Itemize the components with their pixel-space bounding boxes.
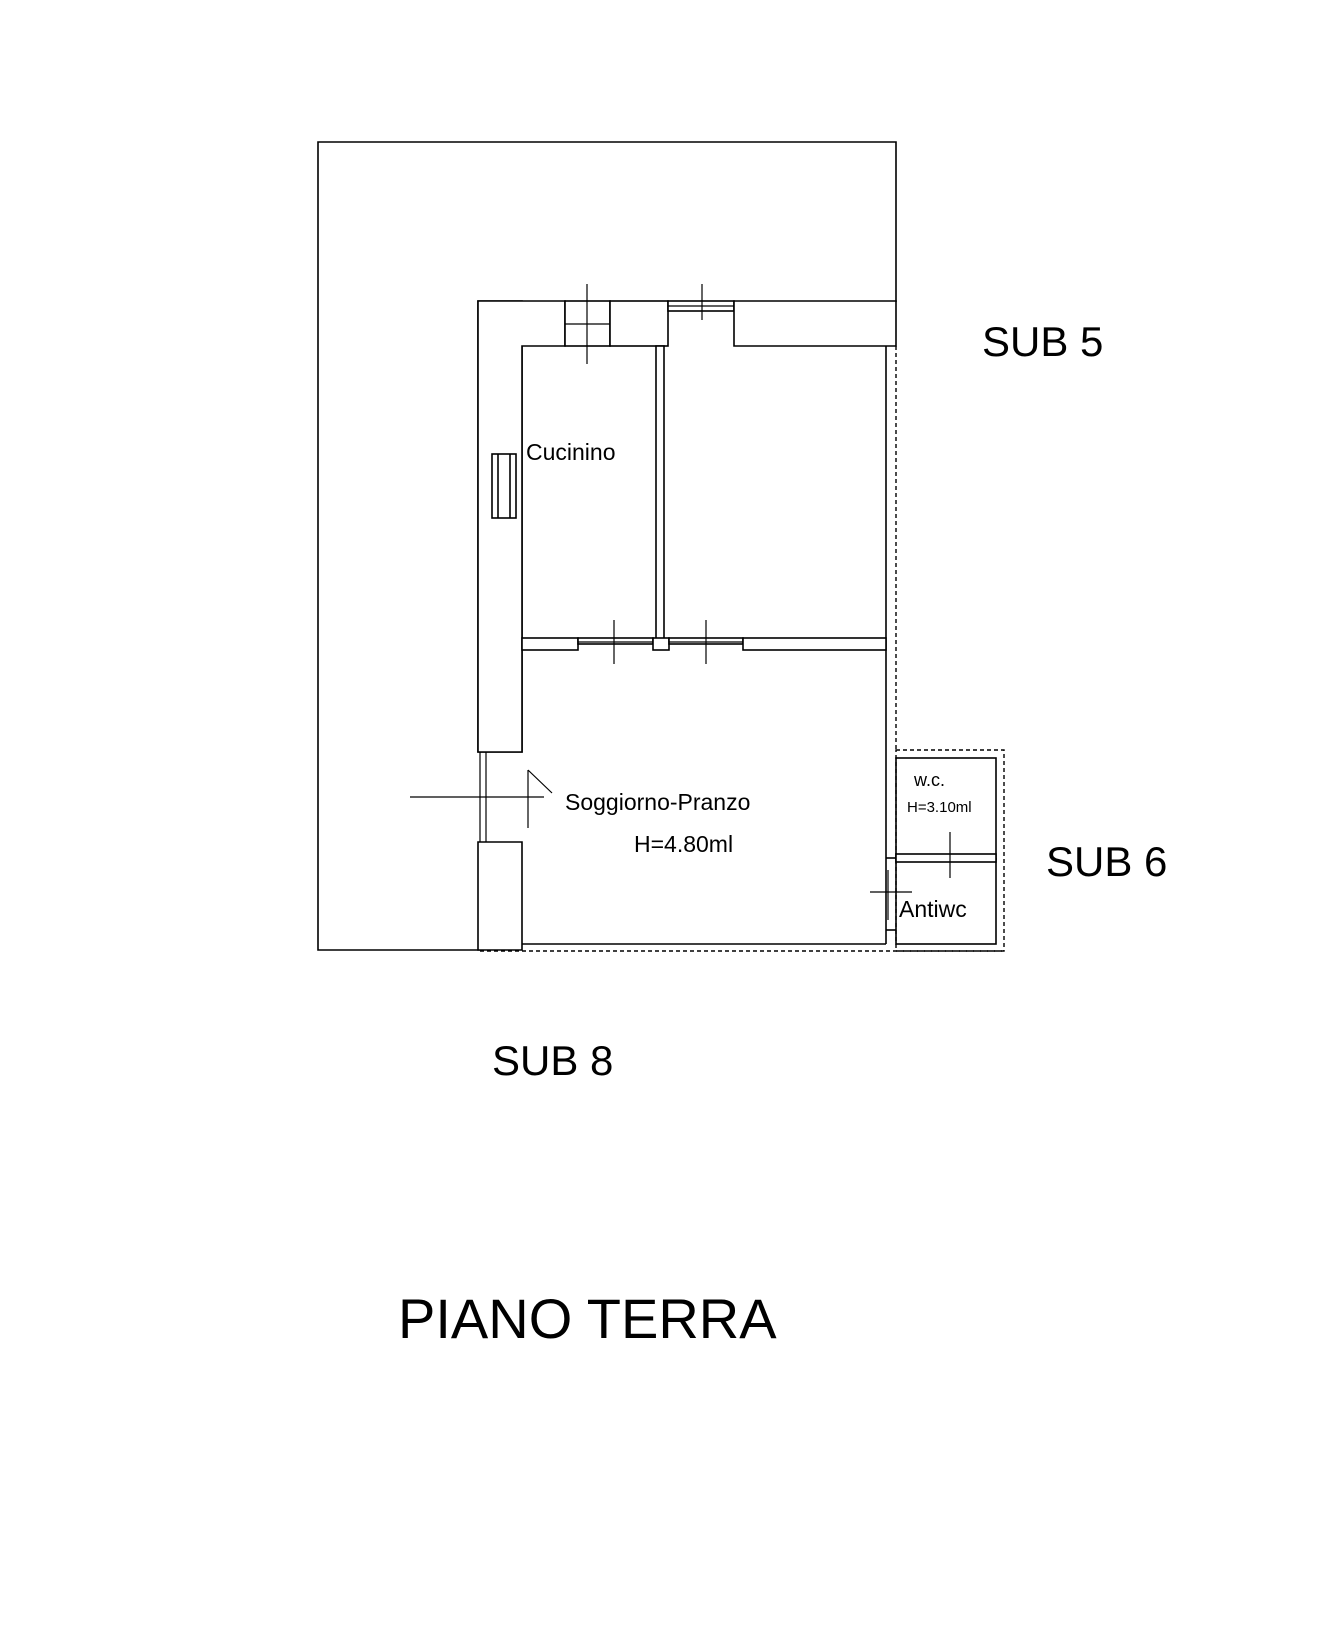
room-height-wc: H=3.10ml (907, 799, 972, 816)
plan-title: PIANO TERRA (398, 1287, 777, 1350)
sub-label-6: SUB 6 (1046, 838, 1167, 885)
exterior-walls (477, 300, 1004, 952)
room-height-soggiorno: H=4.80ml (634, 831, 733, 857)
door-markers (410, 284, 951, 920)
room-label-soggiorno: Soggiorno-Pranzo (565, 789, 750, 815)
room-label-cucinino: Cucinino (526, 439, 616, 465)
lot-boundary (317, 141, 897, 951)
sub-label-8: SUB 8 (492, 1037, 613, 1084)
room-label-antiwc: Antiwc (899, 896, 967, 922)
room-label-wc: w.c. (913, 770, 945, 790)
interior-walls (491, 345, 887, 651)
bathroom-block (885, 749, 1005, 952)
sub-label-5: SUB 5 (982, 318, 1103, 365)
